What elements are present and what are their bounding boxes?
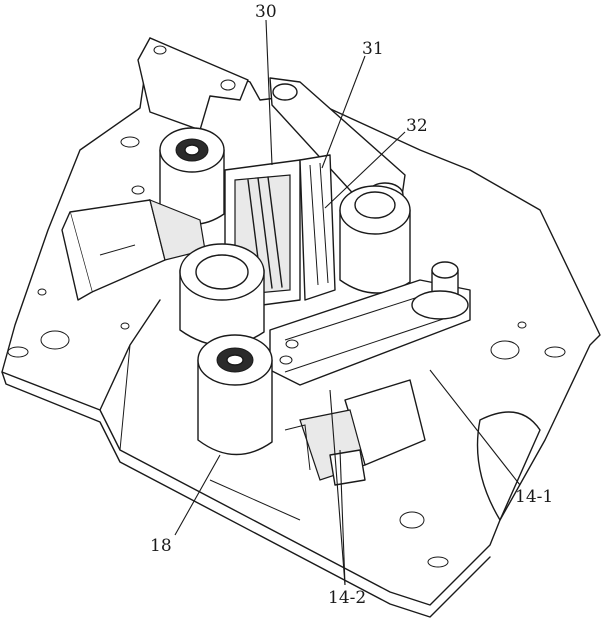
leader-lines (174, 19, 521, 586)
label-32: 32 (406, 116, 428, 136)
center-cylinder (179, 243, 265, 347)
lower-solenoid (284, 379, 426, 486)
left-solenoid (61, 199, 206, 301)
label-31: 31 (362, 39, 384, 59)
label-30: 30 (255, 2, 277, 22)
label-18: 18 (150, 536, 172, 556)
rear-bracket (120, 37, 249, 195)
label-14-2: 14-2 (328, 588, 366, 608)
plate-holes (7, 288, 566, 568)
right-post (411, 261, 469, 320)
label-14-1: 14-1 (515, 487, 553, 507)
upper-left-roller (159, 127, 225, 225)
front-roller (197, 334, 299, 456)
upper-right-roller (339, 185, 411, 294)
